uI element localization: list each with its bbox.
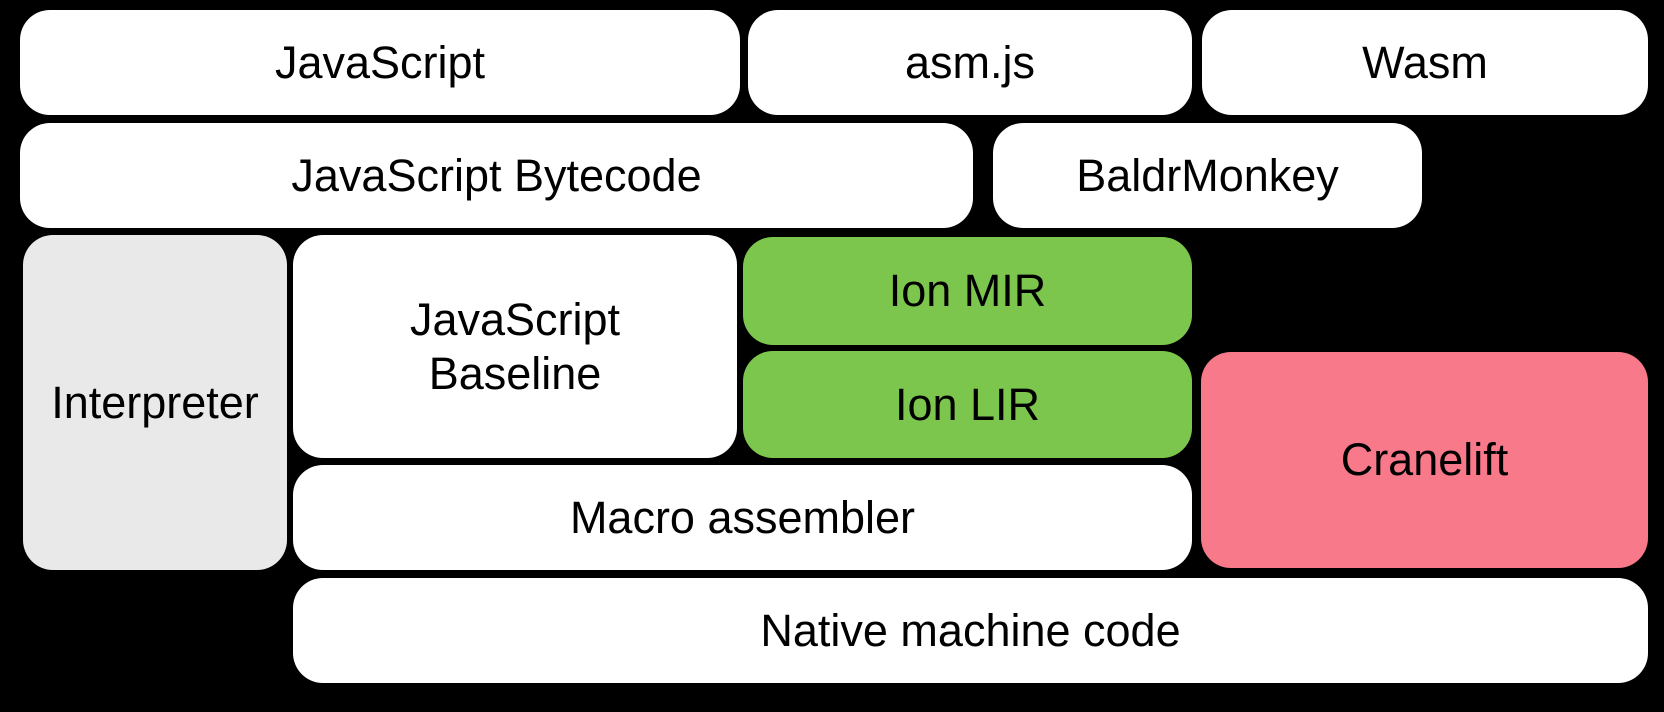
node-ion-mir-label: Ion MIR xyxy=(888,265,1047,316)
node-native-machine-code-label: Native machine code xyxy=(760,604,1181,656)
node-asmjs-label: asm.js xyxy=(904,36,1035,88)
node-javascript-baseline-label: JavaScript Baseline xyxy=(409,293,621,399)
node-baldrmonkey: BaldrMonkey xyxy=(993,123,1422,228)
node-native-machine-code: Native machine code xyxy=(293,578,1648,683)
node-ion-mir: Ion MIR xyxy=(743,237,1192,345)
node-javascript-baseline: JavaScript Baseline xyxy=(293,235,737,458)
node-interpreter: Interpreter xyxy=(23,235,287,570)
node-macro-assembler-label: Macro assembler xyxy=(569,491,916,543)
node-javascript-bytecode: JavaScript Bytecode xyxy=(20,123,973,228)
node-asmjs: asm.js xyxy=(748,10,1192,115)
node-wasm-label: Wasm xyxy=(1362,36,1488,88)
node-interpreter-label: Interpreter xyxy=(51,376,259,428)
node-javascript: JavaScript xyxy=(20,10,740,115)
node-ion-lir-label: Ion LIR xyxy=(894,378,1041,430)
node-cranelift-label: Cranelift xyxy=(1340,434,1509,485)
node-javascript-bytecode-label: JavaScript Bytecode xyxy=(291,149,702,201)
node-macro-assembler: Macro assembler xyxy=(293,465,1192,570)
node-wasm: Wasm xyxy=(1202,10,1648,115)
node-ion-lir: Ion LIR xyxy=(743,351,1192,458)
node-baldrmonkey-label: BaldrMonkey xyxy=(1076,149,1339,201)
node-cranelift: Cranelift xyxy=(1201,352,1648,568)
node-javascript-label: JavaScript xyxy=(274,36,486,88)
